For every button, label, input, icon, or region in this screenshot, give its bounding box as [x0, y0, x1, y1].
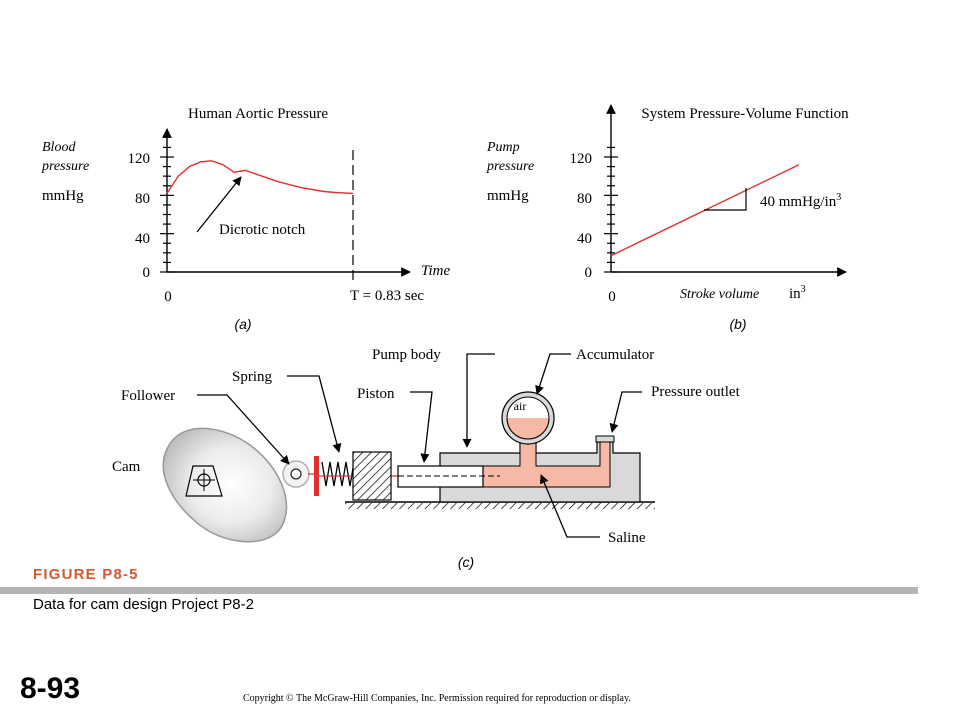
copyright-notice: Copyright © The McGraw-Hill Companies, I… — [243, 693, 631, 704]
chart-b-ytick-label: 0 — [585, 265, 593, 281]
accumulator-label: Accumulator — [576, 347, 654, 363]
chart-a-ytick-label: 40 — [135, 231, 150, 247]
chart-a-ylabel-line1: Blood — [42, 140, 76, 155]
chart-b-xunit: in3 — [789, 284, 806, 302]
piston — [397, 465, 500, 488]
chart-pressure-volume: System Pressure-Volume Function Pump pre… — [486, 104, 849, 332]
pump-body-leader — [462, 353, 495, 448]
panel-label-a: (a) — [234, 316, 251, 332]
slope-label: 40 mmHg/in3 — [760, 192, 841, 210]
chart-b-ytick-labels: 120 80 40 0 — [570, 151, 593, 281]
chart-b-axes — [604, 104, 847, 277]
chart-b-minor-ticks — [604, 146, 618, 273]
panel-label-b: (b) — [729, 316, 746, 332]
chart-b-ytick-label: 40 — [577, 231, 592, 247]
follower-leader — [197, 394, 290, 465]
chart-b-title: System Pressure-Volume Function — [641, 106, 849, 122]
chart-aortic-pressure: Human Aortic Pressure Blood pressure mmH… — [41, 106, 451, 332]
figure-title: FIGURE P8-5 — [33, 566, 139, 583]
follower-roller — [282, 460, 318, 488]
chart-a-period-label: T = 0.83 sec — [350, 288, 424, 304]
accumulator — [501, 391, 555, 445]
chart-a-ytick-label: 0 — [143, 265, 151, 281]
dicrotic-notch-pointer — [196, 176, 242, 233]
chart-a-ytick-label: 120 — [128, 151, 151, 167]
dicrotic-notch-label: Dicrotic notch — [219, 222, 306, 238]
pressure-outlet-label: Pressure outlet — [651, 384, 741, 400]
panel-label-c: (c) — [458, 554, 474, 570]
chart-b-ytick-label: 120 — [570, 151, 593, 167]
spring-label: Spring — [232, 369, 273, 385]
figure-divider — [0, 587, 918, 594]
spring-leader — [287, 375, 342, 453]
figure-subtitle: Data for cam design Project P8-2 — [33, 596, 254, 613]
chart-b-xtick-label: 0 — [608, 289, 616, 305]
leader-lines — [197, 353, 642, 538]
chart-a-title: Human Aortic Pressure — [188, 106, 328, 122]
chart-b-xlabel: Stroke volume — [680, 287, 759, 302]
piston-leader — [410, 391, 433, 463]
air-label: air — [514, 399, 527, 413]
follower-label: Follower — [121, 388, 175, 404]
chart-b-yunit: mmHg — [487, 188, 529, 204]
pump-mechanism-diagram: Pump body Accumulator Spring Piston Pres… — [112, 347, 741, 570]
chart-b-ytick-label: 80 — [577, 191, 592, 207]
chart-a-ytick-labels: 120 80 40 0 — [128, 151, 151, 281]
chart-a-minor-ticks — [160, 146, 174, 273]
chart-a-xlabel: Time — [421, 263, 451, 279]
pressure-outlet-leader — [609, 391, 642, 433]
chart-a-xtick-label: 0 — [164, 289, 172, 305]
saline-leader — [539, 474, 600, 538]
saline-label: Saline — [608, 530, 646, 546]
chart-a-yunit: mmHg — [42, 188, 84, 204]
slope-triangle — [704, 188, 747, 211]
cam-label: Cam — [112, 459, 141, 475]
pump-body-label: Pump body — [372, 347, 441, 363]
chart-a-series-line — [166, 160, 354, 195]
ground — [345, 501, 655, 509]
chart-b-ylabel-line1: Pump — [486, 140, 520, 155]
cam — [162, 427, 288, 543]
piston-label: Piston — [357, 386, 395, 402]
chart-a-axes — [160, 128, 411, 277]
chart-b-ylabel-line2: pressure — [486, 159, 534, 174]
chart-a-ylabel-line2: pressure — [41, 159, 89, 174]
chart-a-ytick-label: 80 — [135, 191, 150, 207]
slide-number: 8-93 — [20, 672, 81, 705]
accumulator-leader — [535, 353, 571, 395]
guide-bushing — [352, 451, 392, 501]
